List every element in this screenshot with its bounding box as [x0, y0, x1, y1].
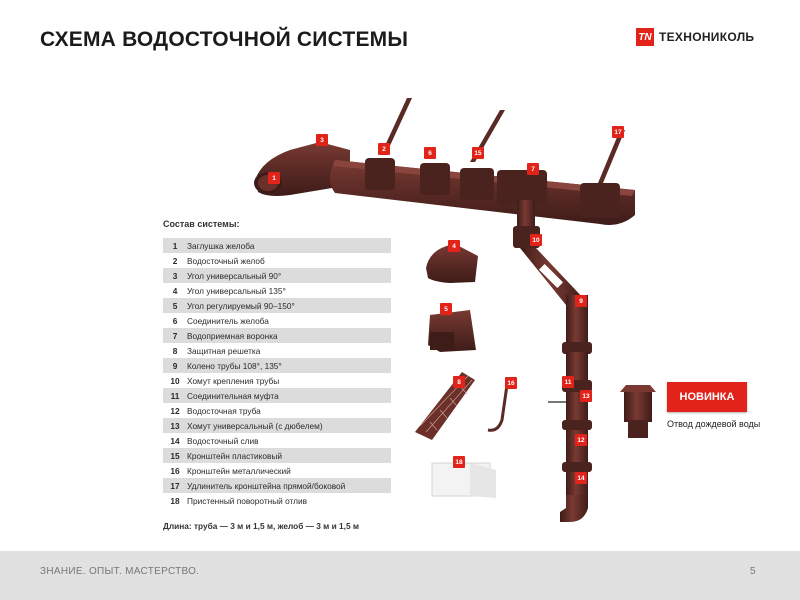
legend-row-number: 3	[172, 270, 178, 281]
diagram-marker-7: 7	[527, 163, 539, 175]
legend-row-number: 7	[172, 330, 178, 341]
legend-row: 9 Колено трубы 108°, 135°	[163, 358, 391, 373]
legend-row-number: 16	[170, 465, 180, 476]
gutter-run	[254, 142, 635, 225]
legend-row-label: Удлинитель кронштейна прямой/боковой	[187, 480, 346, 491]
diagram-marker-16: 16	[505, 377, 517, 389]
part-leaf-guard	[415, 372, 475, 440]
diagram-marker-5: 5	[440, 303, 452, 315]
legend-row: 3 Угол универсальный 90°	[163, 268, 391, 283]
legend-row: 7 Водоприемная воронка	[163, 328, 391, 343]
legend-row-number: 5	[172, 300, 178, 311]
diagram-marker-9: 9	[575, 295, 587, 307]
diagram-marker-14: 14	[575, 472, 587, 484]
legend-row-label: Соединитель желоба	[187, 315, 269, 326]
legend-row: 8 Защитная решетка	[163, 343, 391, 358]
legend-row: 17 Удлинитель кронштейна прямой/боковой	[163, 478, 391, 493]
legend-row: 5 Угол регулируемый 90–150°	[163, 298, 391, 313]
legend-row: 16 Кронштейн металлический	[163, 463, 391, 478]
legend-row-number: 11	[170, 390, 180, 401]
legend-title: Состав системы:	[163, 219, 240, 229]
legend-row-label: Кронштейн пластиковый	[187, 450, 283, 461]
downpipe	[513, 200, 592, 522]
legend-row-label: Угол регулируемый 90–150°	[187, 300, 295, 311]
legend-row-label: Водосточная труба	[187, 405, 261, 416]
diagram-marker-13: 13	[580, 390, 592, 402]
legend-row-number: 9	[172, 360, 178, 371]
diagram-marker-11: 11	[562, 376, 574, 388]
legend-row-label: Угол универсальный 135°	[187, 285, 286, 296]
legend-row: 15 Кронштейн пластиковый	[163, 448, 391, 463]
new-product-badge: НОВИНКА	[667, 382, 747, 412]
legend-row-label: Угол универсальный 90°	[187, 270, 282, 281]
legend-row-label: Хомут универсальный (с дюбелем)	[187, 420, 323, 431]
footer-bar	[0, 551, 800, 600]
legend-row: 4 Угол универсальный 135°	[163, 283, 391, 298]
new-product-caption: Отвод дождевой воды	[667, 419, 761, 429]
legend-row-number: 12	[170, 405, 180, 416]
diagram-marker-12: 12	[575, 434, 587, 446]
part-new-outlet	[620, 385, 656, 438]
diagram-marker-8: 8	[453, 376, 465, 388]
logo-text: ТЕХНОНИКОЛЬ	[659, 30, 755, 44]
legend-row-number: 14	[170, 435, 180, 446]
diagram-marker-10: 10	[530, 234, 542, 246]
legend-row-number: 2	[172, 255, 178, 266]
length-note: Длина: труба — 3 м и 1,5 м, желоб — 3 м …	[163, 521, 360, 531]
page-number: 5	[750, 566, 756, 577]
diagram-marker-1: 1	[268, 172, 280, 184]
legend-row-number: 8	[172, 345, 178, 356]
legend-row: 12 Водосточная труба	[163, 403, 391, 418]
part-adjustable-corner	[428, 310, 476, 352]
diagram-marker-17: 17	[612, 126, 624, 138]
legend-row-label: Защитная решетка	[187, 345, 261, 356]
part-corner-135	[426, 244, 478, 283]
diagram-marker-18: 18	[453, 456, 465, 468]
legend-row-label: Водосточный слив	[187, 435, 259, 446]
legend-row: 18 Пристенный поворотный отлив	[163, 493, 391, 508]
legend-row-number: 4	[172, 285, 178, 296]
legend-row: 13 Хомут универсальный (с дюбелем)	[163, 418, 391, 433]
legend-row-number: 10	[170, 375, 180, 386]
legend-row-number: 6	[172, 315, 178, 326]
legend-row-number: 18	[170, 495, 180, 506]
legend-row-label: Пристенный поворотный отлив	[187, 495, 308, 506]
diagram-marker-4: 4	[448, 240, 460, 252]
part-metal-bracket	[487, 384, 509, 432]
brand-logo: TN ТЕХНОНИКОЛЬ	[636, 28, 754, 46]
legend-row-number: 15	[170, 450, 180, 461]
page-title: СХЕМА ВОДОСТОЧНОЙ СИСТЕМЫ	[40, 28, 409, 51]
legend-row: 11 Соединительная муфта	[163, 388, 391, 403]
legend-row-label: Колено трубы 108°, 135°	[187, 360, 282, 371]
legend-row-number: 17	[170, 480, 180, 491]
legend-row: 2 Водосточный желоб	[163, 253, 391, 268]
legend-row: 14 Водосточный слив	[163, 433, 391, 448]
diagram-marker-3: 3	[316, 134, 328, 146]
footer-slogan: ЗНАНИЕ. ОПЫТ. МАСТЕРСТВО.	[40, 566, 200, 577]
legend-row-label: Водосточный желоб	[187, 255, 265, 266]
legend-row-label: Заглушка желоба	[187, 240, 255, 251]
legend-row-number: 13	[170, 420, 180, 431]
legend-row: 1 Заглушка желоба	[163, 238, 391, 253]
diagram-marker-2: 2	[378, 143, 390, 155]
legend-row-label: Водоприемная воронка	[187, 330, 278, 341]
logo-mark-icon: TN	[636, 28, 654, 46]
legend-row-label: Хомут крепления трубы	[187, 375, 280, 386]
part-rain-diverter	[431, 462, 496, 498]
legend-row-label: Кронштейн металлический	[187, 465, 291, 476]
legend-row: 6 Соединитель желоба	[163, 313, 391, 328]
diagram-marker-15: 15	[472, 147, 484, 159]
legend-row: 10 Хомут крепления трубы	[163, 373, 391, 388]
legend-row-number: 1	[172, 240, 178, 251]
diagram-marker-6: 6	[424, 147, 436, 159]
legend-row-label: Соединительная муфта	[187, 390, 279, 401]
